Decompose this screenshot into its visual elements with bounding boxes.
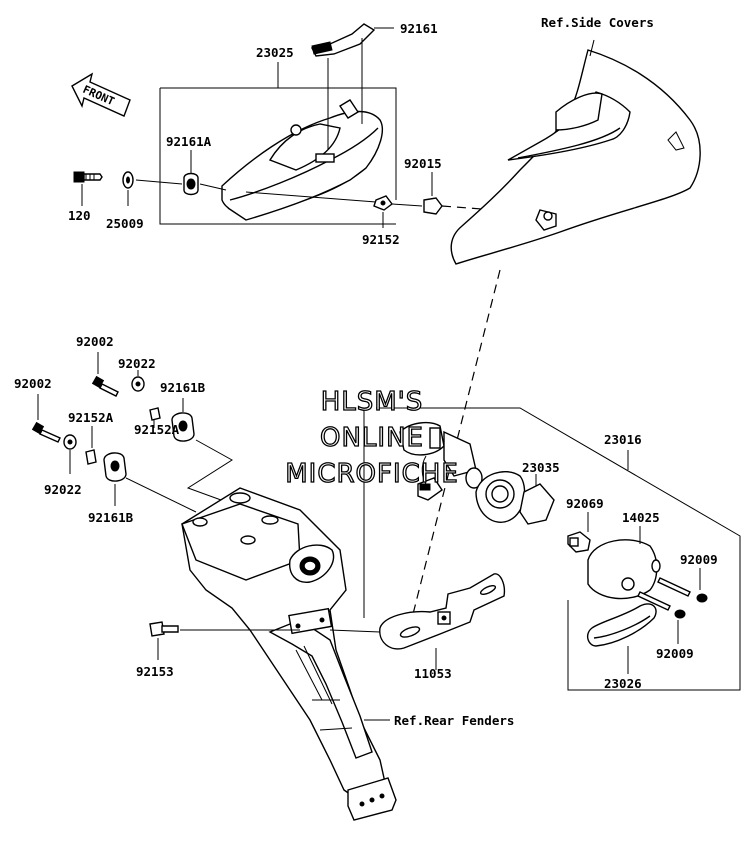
label-92161B-a: 92161B	[160, 380, 206, 395]
label-120: 120	[68, 208, 91, 223]
label-23026: 23026	[604, 676, 642, 691]
label-ref-side-covers: Ref.Side Covers	[541, 15, 654, 30]
label-23035: 23035	[522, 460, 560, 475]
part-92022-washer-a	[131, 370, 145, 392]
label-14025: 14025	[622, 510, 660, 525]
part-92161A-grommet	[183, 150, 199, 196]
label-92161B-b: 92161B	[88, 510, 134, 525]
part-23035-socket	[475, 471, 555, 525]
label-ref-rear-fenders: Ref.Rear Fenders	[394, 713, 514, 728]
part-120-bolt	[73, 171, 103, 206]
part-92069-bulb	[567, 512, 591, 553]
part-23026-gasket	[586, 603, 657, 674]
label-92009-a: 92009	[680, 552, 718, 567]
side-cover	[450, 39, 701, 265]
label-92002-a: 92002	[76, 334, 114, 349]
part-92015-clip	[423, 172, 443, 215]
label-92002-b: 92002	[14, 376, 52, 391]
label-92153: 92153	[136, 664, 174, 679]
part-25009-washer	[122, 171, 134, 206]
watermark: HLSM'S ONLINE MICROFICHE	[285, 386, 459, 489]
watermark-line2: ONLINE	[320, 423, 424, 453]
watermark-line3: MICROFICHE	[285, 459, 459, 489]
part-92002-bolt-b	[31, 394, 61, 443]
label-92161: 92161	[400, 21, 438, 36]
part-92009-screw-b	[637, 591, 686, 644]
label-92069: 92069	[566, 496, 604, 511]
part-92009-screw-a	[657, 568, 708, 603]
tail-light-housing	[221, 99, 384, 221]
part-92152A-spacer-b	[85, 426, 97, 465]
label-11053: 11053	[414, 666, 452, 681]
label-25009: 25009	[106, 216, 144, 231]
label-23016: 23016	[604, 432, 642, 447]
label-92009-b: 92009	[656, 646, 694, 661]
label-92152A-b: 92152A	[134, 422, 180, 437]
label-23025: 23025	[256, 45, 294, 60]
part-92161B-grommet-a	[171, 398, 195, 442]
label-92152A-a: 92152A	[68, 410, 114, 425]
label-92015: 92015	[404, 156, 442, 171]
label-92152: 92152	[362, 232, 400, 247]
part-14025-lens-cover	[587, 526, 661, 600]
rear-fender-bracket	[181, 487, 397, 821]
part-92161B-grommet-b	[103, 452, 127, 506]
part-92152-spacer	[373, 195, 393, 228]
label-92022-a: 92022	[118, 356, 156, 371]
front-arrow-icon: FRONT	[71, 72, 131, 117]
watermark-line1: HLSM'S	[321, 387, 424, 417]
label-92161A: 92161A	[166, 134, 212, 149]
part-92153-bolt	[149, 621, 179, 660]
part-92022-washer-b	[63, 434, 77, 474]
part-92152A-spacer-a	[149, 407, 161, 428]
label-92022-b: 92022	[44, 482, 82, 497]
part-11053-bracket	[379, 573, 506, 670]
license-lamp-socket	[399, 421, 483, 501]
part-92161-strap	[310, 23, 394, 150]
part-92002-bolt-a	[91, 352, 119, 397]
